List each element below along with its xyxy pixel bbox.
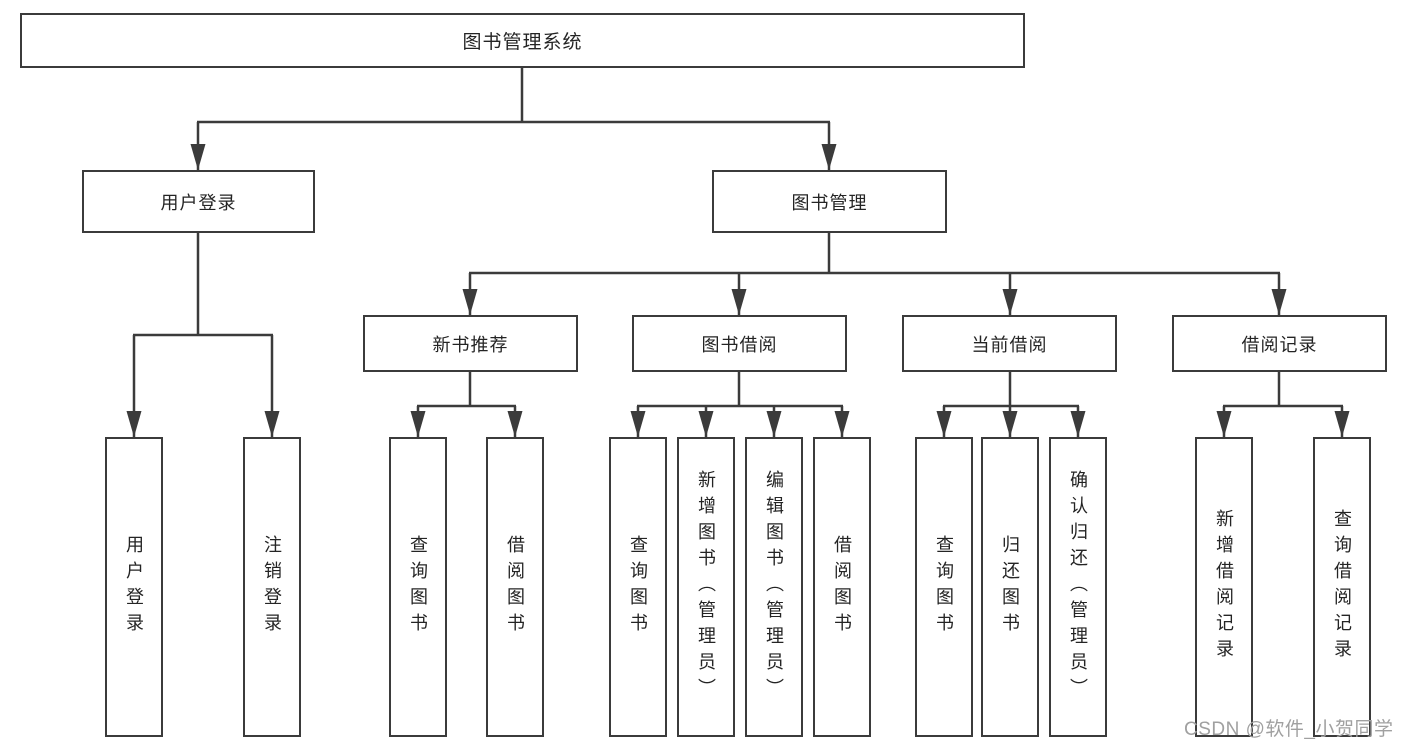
connector-book-borrowing-to-children: [630, 372, 850, 437]
leaf-confirm-return-admin: 确认归还（管理员）: [1049, 437, 1107, 737]
leaf-add-books-admin: 新增图书（管理员）: [677, 437, 735, 737]
connector-root-to-level2: [190, 68, 837, 170]
node-current-borrowing-label: 当前借阅: [971, 334, 1048, 355]
connector-user-login-to-children: [126, 233, 280, 437]
leaf-query-books-current-label: 查询图书: [934, 535, 954, 639]
node-book-management: 图书管理: [712, 170, 947, 233]
leaf-logout-login-label: 注销登录: [262, 535, 282, 639]
csdn-watermark: CSDN @软件_小贺同学: [1184, 719, 1394, 740]
leaf-edit-books-admin-label: 编辑图书（管理员）: [764, 470, 784, 704]
leaf-borrow-books-borrowing: 借阅图书: [813, 437, 871, 737]
node-current-borrowing: 当前借阅: [902, 315, 1117, 372]
node-book-management-label: 图书管理: [791, 192, 868, 213]
leaf-add-borrow-record-label: 新增借阅记录: [1214, 509, 1234, 665]
leaf-query-books-current: 查询图书: [915, 437, 973, 737]
leaf-return-books: 归还图书: [981, 437, 1039, 737]
leaf-query-books-borrowing: 查询图书: [609, 437, 667, 737]
leaf-user-login-label: 用户登录: [124, 535, 144, 639]
connector-book-management-to-children: [462, 233, 1287, 315]
leaf-borrow-books-recommend-label: 借阅图书: [505, 535, 525, 639]
node-book-borrowing-label: 图书借阅: [701, 334, 778, 355]
leaf-add-books-admin-label: 新增图书（管理员）: [696, 470, 716, 704]
node-library-system: 图书管理系统: [20, 13, 1025, 68]
leaf-query-borrow-record: 查询借阅记录: [1313, 437, 1371, 737]
leaf-confirm-return-admin-label: 确认归还（管理员）: [1068, 470, 1088, 704]
leaf-query-books-borrowing-label: 查询图书: [628, 535, 648, 639]
connector-new-book-recommend-to-children: [410, 372, 523, 437]
leaf-user-login: 用户登录: [105, 437, 163, 737]
connector-borrowing-records-to-children: [1216, 372, 1350, 437]
node-user-login: 用户登录: [82, 170, 315, 233]
node-book-borrowing: 图书借阅: [632, 315, 847, 372]
node-library-system-label: 图书管理系统: [462, 32, 583, 53]
leaf-return-books-label: 归还图书: [1000, 535, 1020, 639]
leaf-borrow-books-recommend: 借阅图书: [486, 437, 544, 737]
leaf-edit-books-admin: 编辑图书（管理员）: [745, 437, 803, 737]
connector-current-borrowing-to-children: [936, 372, 1086, 437]
leaf-logout-login: 注销登录: [243, 437, 301, 737]
node-new-book-recommend-label: 新书推荐: [432, 334, 509, 355]
leaf-query-borrow-record-label: 查询借阅记录: [1332, 509, 1352, 665]
node-borrowing-records: 借阅记录: [1172, 315, 1387, 372]
leaf-borrow-books-borrowing-label: 借阅图书: [832, 535, 852, 639]
node-new-book-recommend: 新书推荐: [363, 315, 578, 372]
leaf-add-borrow-record: 新增借阅记录: [1195, 437, 1253, 737]
node-user-login-label: 用户登录: [160, 192, 237, 213]
leaf-query-books-recommend-label: 查询图书: [408, 535, 428, 639]
node-borrowing-records-label: 借阅记录: [1241, 334, 1318, 355]
leaf-query-books-recommend: 查询图书: [389, 437, 447, 737]
